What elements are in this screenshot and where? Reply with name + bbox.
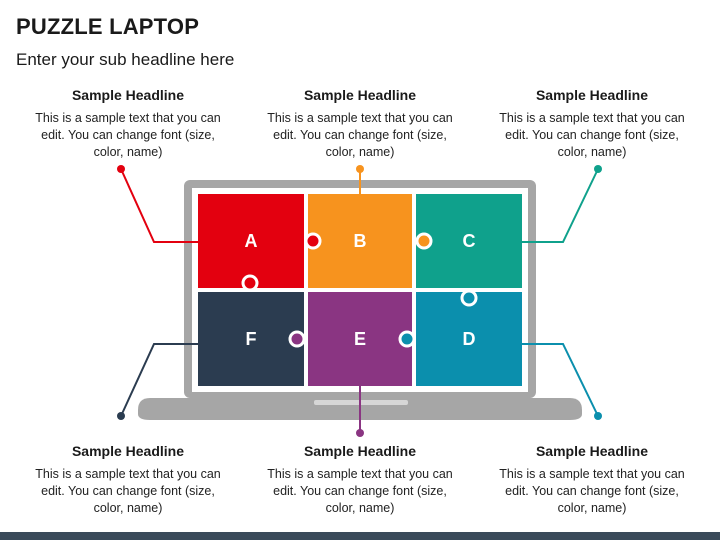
piece-letter-c: C [463, 231, 476, 251]
callout-bottom-right: Sample Headline This is a sample text th… [492, 442, 692, 517]
piece-letter-b: B [354, 231, 367, 251]
piece-letter-e: E [354, 329, 366, 349]
knob-c-d [460, 289, 478, 307]
connector-dot-b [356, 165, 364, 173]
connector-line-f [120, 343, 198, 417]
connector-dot-a [117, 165, 125, 173]
connector-dot-e [356, 429, 364, 437]
knob-e-d [398, 330, 416, 348]
connector-dot-c [594, 165, 602, 173]
callout-text: This is a sample text that you can edit.… [35, 111, 221, 159]
puzzle-piece-f [198, 292, 304, 386]
connector-line-c [522, 168, 599, 243]
callout-headline: Sample Headline [71, 87, 185, 103]
callout-headline: Sample Headline [71, 443, 185, 459]
callout-text: This is a sample text that you can edit.… [267, 111, 453, 159]
connector-line-d [522, 343, 599, 417]
callout-top-left: Sample Headline This is a sample text th… [28, 86, 228, 161]
knob-a-f [241, 274, 259, 292]
footer-bar [0, 532, 720, 540]
callout-headline: Sample Headline [535, 87, 649, 103]
callout-text: This is a sample text that you can edit.… [499, 467, 685, 515]
connector-line-a [120, 168, 198, 243]
knob-f-e [288, 330, 306, 348]
page-subtitle: Enter your sub headline here [16, 50, 235, 69]
connector-dot-d [594, 412, 602, 420]
piece-letter-d: D [463, 329, 476, 349]
puzzle-piece-a [198, 194, 304, 288]
puzzle-piece-e [308, 292, 412, 386]
puzzle-piece-b [308, 194, 412, 288]
callout-bottom-center: Sample Headline This is a sample text th… [260, 442, 460, 517]
puzzle-piece-d [416, 292, 522, 386]
knob-b-c [415, 232, 433, 250]
puzzle-knobs [241, 232, 478, 348]
callout-text: This is a sample text that you can edit.… [35, 467, 221, 515]
callout-text: This is a sample text that you can edit.… [499, 111, 685, 159]
callout-headline: Sample Headline [303, 443, 417, 459]
callout-top-center: Sample Headline This is a sample text th… [260, 86, 460, 161]
callout-bottom-left: Sample Headline This is a sample text th… [28, 442, 228, 517]
piece-letter-f: F [246, 329, 257, 349]
puzzle-piece-c [416, 194, 522, 288]
callout-text: This is a sample text that you can edit.… [267, 467, 453, 515]
connector-dot-f [117, 412, 125, 420]
callout-headline: Sample Headline [535, 443, 649, 459]
piece-letter-a: A [245, 231, 258, 251]
callout-headline: Sample Headline [303, 87, 417, 103]
knob-a-b [304, 232, 322, 250]
page-title: PUZZLE LAPTOP [16, 14, 200, 39]
callout-top-right: Sample Headline This is a sample text th… [492, 86, 692, 161]
